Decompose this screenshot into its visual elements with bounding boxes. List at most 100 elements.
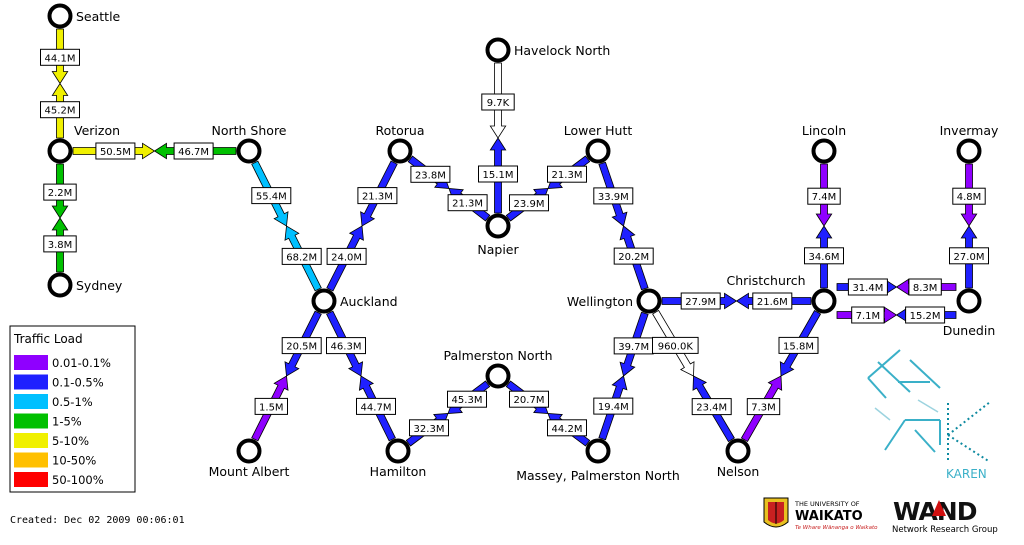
- link-value-text: 45.3M: [452, 395, 483, 406]
- link-label: 55.4M: [251, 187, 292, 205]
- link-label: 45.2M: [40, 101, 80, 119]
- link-value-text: 20.5M: [286, 342, 317, 353]
- link-label: 15.2M: [905, 306, 946, 324]
- link-value-text: 19.4M: [598, 402, 629, 413]
- link-label-box: [43, 235, 77, 253]
- node-label-sydney: Sydney: [76, 278, 123, 293]
- link-label: 3.8M: [43, 235, 77, 253]
- link-label-box: [251, 187, 292, 205]
- legend-swatch: [14, 452, 48, 468]
- link-value-text: 15.8M: [783, 341, 814, 352]
- link-value-text: 23.4M: [696, 403, 727, 414]
- link-label: 23.8M: [410, 165, 451, 183]
- node-palmnorth[interactable]: [485, 363, 511, 389]
- node-christchurch[interactable]: [811, 288, 837, 314]
- node-lincoln[interactable]: [811, 138, 837, 164]
- link-value-text: 9.7K: [487, 98, 510, 109]
- link-value-text: 3.8M: [48, 240, 73, 251]
- link-value-text: 15.1M: [483, 170, 514, 181]
- node-massey[interactable]: [585, 438, 611, 464]
- node-sydney[interactable]: [47, 272, 73, 298]
- link-label: 19.4M: [593, 397, 634, 415]
- link-label-box: [173, 142, 214, 160]
- link-label-box: [746, 398, 781, 416]
- link-label-box: [691, 398, 732, 416]
- link-label-box: [778, 336, 819, 354]
- link-label: 15.8M: [778, 336, 819, 354]
- node-label-mtalbert: Mount Albert: [209, 464, 290, 479]
- node-auckland[interactable]: [311, 288, 337, 314]
- legend-label: 5-10%: [52, 434, 89, 448]
- wand-logo: WAND Network Research Group: [892, 497, 998, 535]
- link-label-box: [281, 337, 322, 355]
- link-label: 46.7M: [173, 142, 214, 160]
- node-label-rotorua: Rotorua: [375, 123, 424, 138]
- link-label-box: [908, 278, 942, 296]
- link-label: 44.7M: [356, 397, 396, 415]
- node-havelock[interactable]: [485, 37, 511, 63]
- link-label-box: [254, 397, 289, 415]
- node-mtalbert[interactable]: [236, 438, 262, 464]
- node-hamilton[interactable]: [385, 438, 411, 464]
- link-value-text: 7.1M: [856, 311, 881, 322]
- link-label-box: [478, 165, 518, 183]
- legend-swatch: [14, 413, 48, 429]
- node-label-havelock: Havelock North: [514, 43, 610, 58]
- waikato-motto-text: Te Whare Wānanga o Waikato: [795, 525, 878, 531]
- link-label: 32.3M: [409, 419, 449, 437]
- waikato-logo: THE UNIVERSITY OF WAIKATO Te Whare Wānan…: [763, 497, 878, 531]
- link-value-text: 33.9M: [598, 192, 629, 203]
- link-label: 23.4M: [691, 398, 732, 416]
- node-wellington[interactable]: [636, 288, 662, 314]
- node-northshore[interactable]: [236, 138, 262, 164]
- node-invermay[interactable]: [956, 138, 982, 164]
- link-label: 46.3M: [326, 337, 366, 355]
- links-layer: [51, 28, 978, 447]
- link-label-box: [481, 93, 515, 111]
- legend-label: 50-100%: [52, 473, 104, 487]
- link-value-text: 32.3M: [414, 424, 445, 435]
- node-dunedin[interactable]: [956, 288, 982, 314]
- link-value-text: 44.1M: [45, 53, 76, 64]
- link-label-box: [547, 419, 587, 437]
- wand-triangle-icon: [932, 500, 946, 516]
- node-lowerhutt[interactable]: [585, 138, 611, 164]
- link-label: 68.2M: [281, 247, 322, 265]
- link-label-box: [807, 187, 841, 205]
- link-value-text: 7.4M: [812, 192, 837, 203]
- link-value-text: 31.4M: [852, 283, 883, 294]
- link-value-text: 2.2M: [48, 188, 73, 199]
- created-timestamp: Created: Dec 02 2009 00:06:01: [10, 515, 185, 526]
- link-label: 9.7K: [481, 93, 515, 111]
- link-value-text: 23.8M: [415, 170, 446, 181]
- node-seattle[interactable]: [47, 3, 73, 29]
- link-label: 44.2M: [547, 419, 587, 437]
- link-label: 1.5M: [254, 397, 289, 415]
- link-label-box: [905, 306, 946, 324]
- link-label: 20.2M: [613, 247, 654, 265]
- link-label-box: [680, 292, 721, 310]
- link-label-box: [851, 306, 885, 324]
- link-label: 8.3M: [908, 278, 942, 296]
- link-value-text: 46.7M: [178, 147, 209, 158]
- node-verizon[interactable]: [47, 138, 73, 164]
- link-label: 21.6M: [752, 292, 793, 310]
- node-rotorua[interactable]: [387, 138, 413, 164]
- legend: Traffic Load 0.01-0.1%0.1-0.5%0.5-1%1-5%…: [9, 325, 136, 493]
- link-label: 7.3M: [746, 398, 781, 416]
- link-label-box: [95, 142, 136, 160]
- node-nelson[interactable]: [725, 438, 751, 464]
- link-label-box: [40, 101, 80, 119]
- link-label-box: [847, 278, 888, 296]
- waikato-name-text: WAIKATO: [795, 509, 863, 524]
- node-label-lincoln: Lincoln: [802, 123, 846, 138]
- link-label-box: [43, 183, 77, 201]
- link-label-box: [326, 337, 366, 355]
- link-value-text: 21.3M: [452, 199, 483, 210]
- link-label-box: [447, 194, 488, 212]
- link-label: 31.4M: [847, 278, 888, 296]
- node-label-palmnorth: Palmerston North: [443, 348, 552, 363]
- link-value-text: 7.3M: [751, 403, 776, 414]
- node-napier[interactable]: [485, 213, 511, 239]
- link-label: 27.9M: [680, 292, 721, 310]
